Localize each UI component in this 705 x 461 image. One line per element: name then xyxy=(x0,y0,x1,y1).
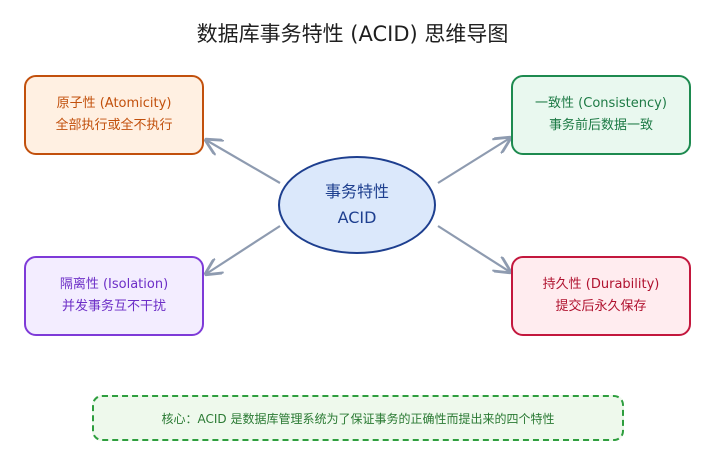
consistency-name: 一致性 (Consistency) xyxy=(535,96,667,111)
core-note-text: 核心：ACID 是数据库管理系统为了保证事务的正确性而提出来的四个特性 xyxy=(161,411,555,426)
consistency-node: 一致性 (Consistency) 事务前后数据一致 xyxy=(511,75,691,155)
core-note: 核心：ACID 是数据库管理系统为了保证事务的正确性而提出来的四个特性 xyxy=(92,395,624,441)
arrow-to-durability xyxy=(437,225,510,272)
atomicity-desc: 全部执行或全不执行 xyxy=(55,118,173,133)
center-label-acid: ACID xyxy=(337,208,377,227)
arrow-to-isolation xyxy=(206,225,281,274)
arrow-to-consistency xyxy=(437,138,510,184)
isolation-node: 隔离性 (Isolation) 并发事务互不干扰 xyxy=(24,256,204,336)
atomicity-name: 原子性 (Atomicity) xyxy=(56,96,172,111)
isolation-desc: 并发事务互不干扰 xyxy=(61,299,166,314)
consistency-desc: 事务前后数据一致 xyxy=(548,118,653,133)
atomicity-node: 原子性 (Atomicity) 全部执行或全不执行 xyxy=(24,75,204,155)
durability-node: 持久性 (Durability) 提交后永久保存 xyxy=(511,256,691,336)
isolation-name: 隔离性 (Isolation) xyxy=(59,277,169,292)
durability-desc: 提交后永久保存 xyxy=(555,299,647,314)
center-node: 事务特性 ACID xyxy=(278,156,436,254)
diagram-title: 数据库事务特性 (ACID) 思维导图 xyxy=(196,22,509,46)
arrow-to-atomicity xyxy=(206,140,281,184)
durability-name: 持久性 (Durability) xyxy=(542,277,660,292)
center-label-main: 事务特性 xyxy=(324,182,389,201)
